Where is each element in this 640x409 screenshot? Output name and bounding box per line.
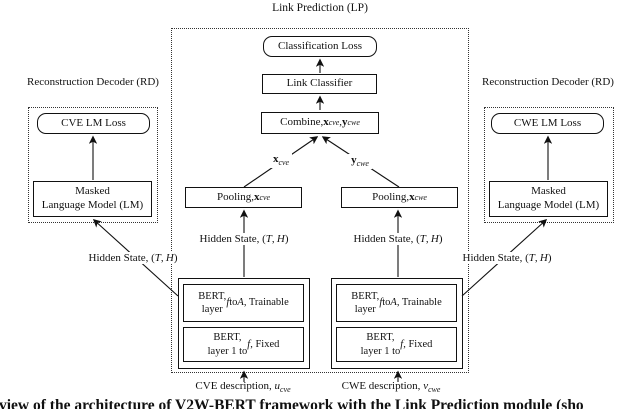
bert-cve-stack: BERT,layer f to A, Trainable BERT,layer …	[178, 278, 310, 369]
cve-description-label: CVE description, ucve	[195, 380, 291, 395]
rd-left-title: Reconstruction Decoder (RD)	[27, 76, 159, 88]
link-prediction-title: Link Prediction (LP)	[272, 2, 368, 14]
hidden-state-label-rd-right: Hidden State, (T, H)	[459, 252, 555, 265]
rd-right-panel	[484, 107, 614, 223]
link-prediction-module-box	[171, 28, 469, 373]
bert-cwe-fixed-box: BERT,layer 1 to f, Fixed	[336, 327, 457, 362]
cwe-lm-loss-box: CWE LM Loss	[491, 113, 604, 134]
hidden-state-label-cwe: Hidden State, (T, H)	[350, 233, 446, 246]
figure-caption: view of the architecture of V2W-BERT fra…	[0, 397, 584, 409]
bert-cwe-trainable-box: BERT,layer f to A, Trainable	[336, 284, 457, 322]
cwe-description-label: CWE description, vcwe	[341, 380, 441, 395]
cve-lm-loss-box: CVE LM Loss	[37, 113, 150, 134]
y-cwe-label: ycwe	[348, 154, 372, 169]
hidden-state-label-cve: Hidden State, (T, H)	[196, 233, 292, 246]
x-cve-label: xcve	[269, 153, 293, 168]
link-classifier-box: Link Classifier	[262, 74, 377, 94]
bert-cwe-stack: BERT,layer f to A, Trainable BERT,layer …	[331, 278, 463, 369]
classification-loss-box: Classification Loss	[263, 36, 377, 57]
hidden-state-label-rd-left: Hidden State, (T, H)	[85, 252, 181, 265]
bert-cve-trainable-box: BERT,layer f to A, Trainable	[183, 284, 304, 322]
bert-cve-fixed-box: BERT,layer 1 to f, Fixed	[183, 327, 304, 362]
rd-right-title: Reconstruction Decoder (RD)	[482, 76, 614, 88]
